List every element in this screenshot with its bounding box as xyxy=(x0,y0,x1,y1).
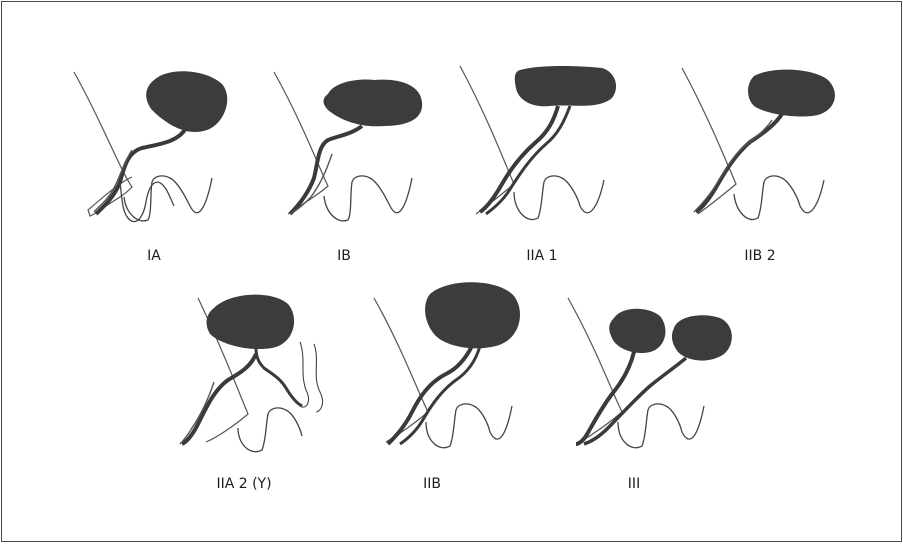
label-iii: III xyxy=(628,476,640,492)
